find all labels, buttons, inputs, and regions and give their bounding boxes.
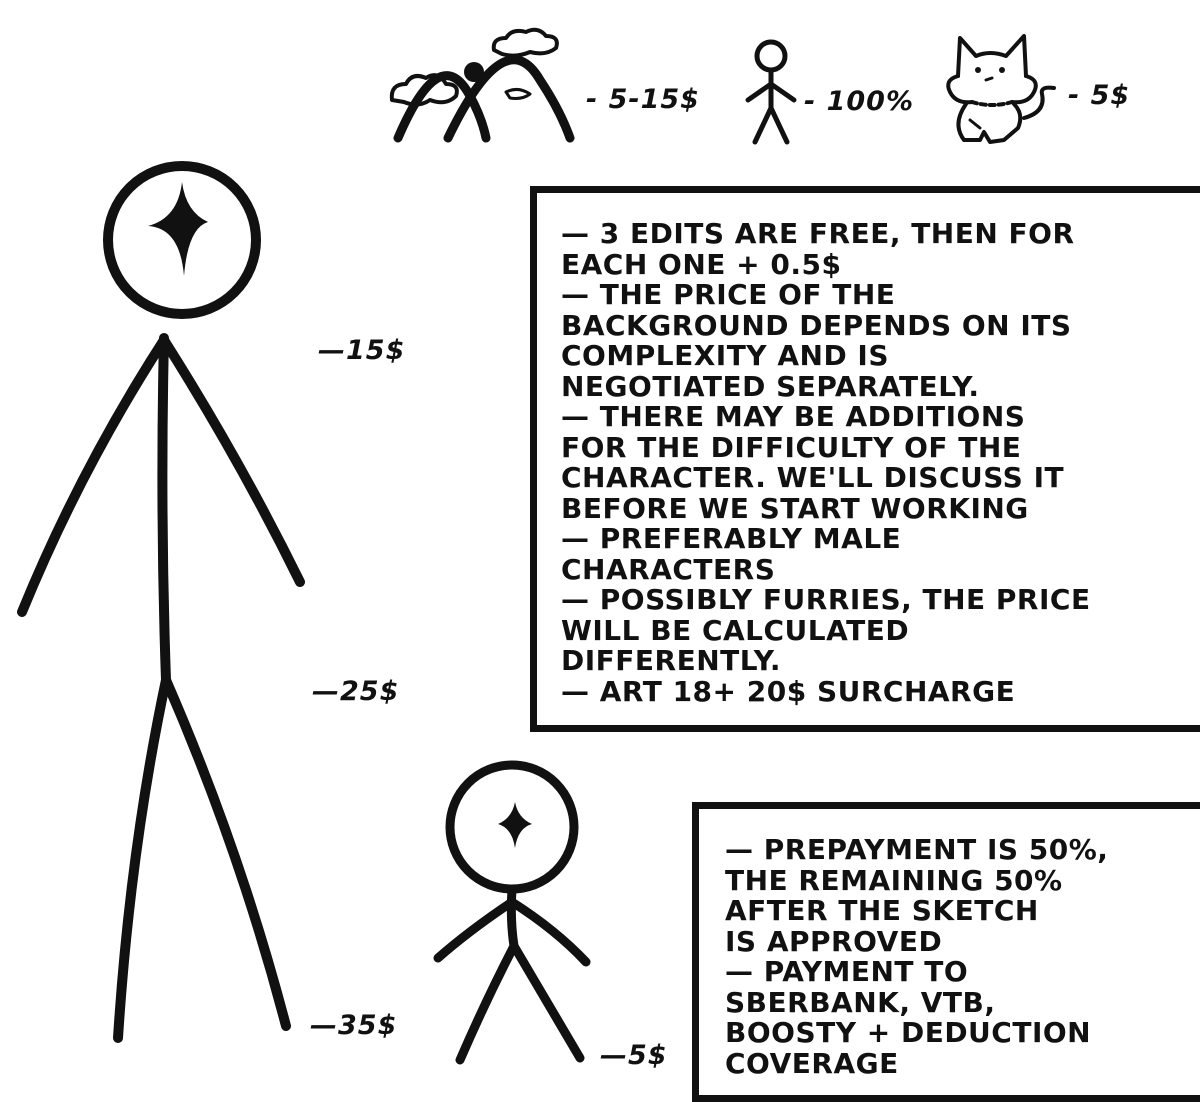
payment-line: — PREPAYMENT IS 50%, <box>725 833 1109 866</box>
conditions-line: — THERE MAY BE ADDITIONS <box>561 400 1026 433</box>
landscape-icon <box>389 27 575 143</box>
full-figure-price-label: - 100% <box>804 86 915 117</box>
landscape-price-label: - 5-15$ <box>586 84 700 115</box>
payment-line: THE REMAINING 50% <box>725 863 1063 897</box>
conditions-line: — ART 18+ 20$ SURCHARGE <box>561 674 1016 708</box>
conditions-line: COMPLEXITY AND IS <box>561 339 890 372</box>
conditions-line: EACH ONE + 0.5$ <box>561 247 842 281</box>
bust-price-label: —5$ <box>600 1040 668 1071</box>
conditions-line: WILL BE CALCULATED <box>561 613 910 647</box>
payment-box: — PREPAYMENT IS 50%,THE REMAINING 50%AFT… <box>692 802 1200 1102</box>
conditions-line: CHARACTERS <box>561 552 776 586</box>
conditions-line: BACKGROUND DEPENDS ON ITS <box>561 308 1072 342</box>
bust-figure-drawing <box>433 760 591 1065</box>
conditions-line: — THE PRICE OF THE <box>561 278 896 311</box>
conditions-line: BEFORE WE START WORKING <box>561 491 1029 525</box>
conditions-line: FOR THE DIFFICULTY OF THE <box>561 430 1022 464</box>
cat-price-label: - 5$ <box>1068 80 1131 111</box>
conditions-line: — PREFERABLY MALE <box>561 522 902 555</box>
full-figure-icon <box>745 39 797 145</box>
conditions-line: — POSSIBLY FURRIES, THE PRICE <box>561 583 1091 616</box>
full-body-price-label: —35$ <box>310 1010 398 1041</box>
cat-icon <box>946 34 1056 144</box>
payment-line: IS APPROVED <box>725 924 943 958</box>
conditions-line: NEGOTIATED SEPARATELY. <box>561 369 980 403</box>
payment-line: — PAYMENT TO <box>725 955 969 988</box>
payment-text: — PREPAYMENT IS 50%,THE REMAINING 50%AFT… <box>725 833 1200 1080</box>
payment-line: BOOSTY + DEDUCTION <box>725 1016 1092 1049</box>
conditions-line: CHARACTER. WE'LL DISCUSS IT <box>561 461 1065 494</box>
knee-length-price-label: —25$ <box>312 676 400 707</box>
payment-line: SBERBANK, VTB, <box>725 985 996 1019</box>
conditions-line: — 3 EDITS ARE FREE, THEN FOR <box>561 217 1075 250</box>
payment-line: AFTER THE SKETCH <box>725 894 1039 927</box>
conditions-line: DIFFERENTLY. <box>561 644 782 677</box>
payment-line: COVERAGE <box>725 1046 899 1080</box>
half-body-price-label: —15$ <box>318 335 406 366</box>
tall-figure-drawing <box>17 161 305 1043</box>
